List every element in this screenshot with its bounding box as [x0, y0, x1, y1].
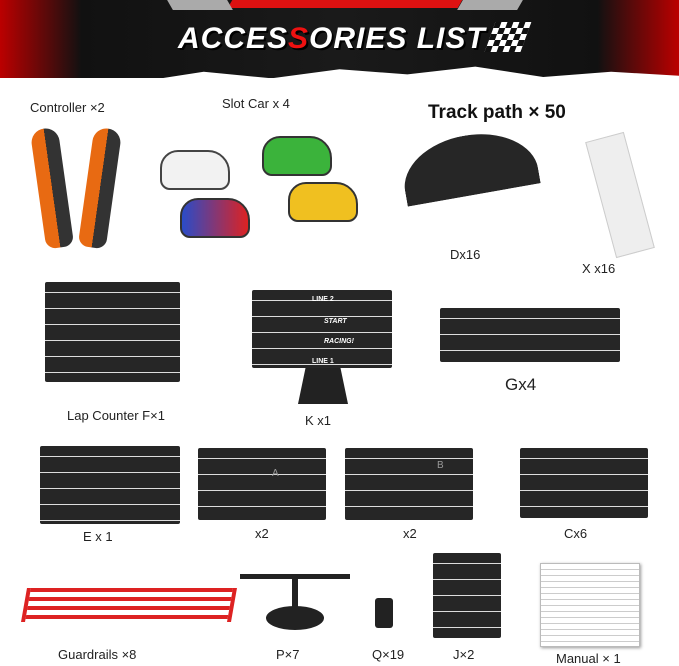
- track-e-image: [40, 446, 180, 524]
- track-g-image: [440, 308, 620, 362]
- track-b-image: B: [345, 448, 473, 520]
- checkered-flag-icon: [484, 22, 532, 52]
- guardrail-image: [21, 588, 237, 622]
- lap-counter-label: Lap Counter F×1: [67, 408, 165, 423]
- track-e-label: E x 1: [83, 529, 113, 544]
- slot-car-blue-red: [180, 198, 250, 238]
- track-g-label: Gx4: [505, 375, 537, 394]
- slot-car-white: [160, 150, 230, 190]
- q-label: Q×19: [372, 647, 405, 662]
- controller-image: [29, 126, 75, 250]
- track-path-label: Track path × 50: [428, 102, 566, 123]
- track-k-image: LINE 2 START RACING! LINE 1: [252, 290, 392, 368]
- track-b-label: x2: [403, 526, 417, 541]
- line2-text: LINE 2: [312, 296, 334, 303]
- p-label: P×7: [276, 647, 300, 662]
- start-text: START: [324, 318, 347, 325]
- banner-title: ACCESSORIES LIST: [178, 22, 486, 55]
- line1-text: LINE 1: [312, 358, 334, 365]
- track-x-label: X x16: [582, 261, 616, 276]
- a-mark: A: [272, 468, 279, 479]
- b-mark: B: [437, 460, 444, 471]
- guardrails-label: Guardrails ×8: [58, 647, 137, 662]
- k-stand: [298, 368, 348, 404]
- track-a-image: A: [198, 448, 326, 520]
- controller-label: Controller ×2: [30, 100, 105, 115]
- racing-text: RACING!: [324, 338, 354, 345]
- manual-image: [540, 563, 640, 647]
- track-j-image: [433, 553, 501, 638]
- header-banner: ACCESSORIES LIST: [0, 0, 679, 78]
- slot-car-green: [262, 136, 332, 176]
- manual-label: Manual × 1: [556, 651, 621, 666]
- track-x-image: [585, 131, 655, 259]
- controller-image: [77, 126, 123, 250]
- track-d-image: [397, 124, 548, 246]
- track-k-label: K x1: [305, 413, 332, 428]
- track-d-label: Dx16: [450, 247, 481, 262]
- p-base: [266, 606, 324, 630]
- j-label: J×2: [453, 647, 475, 662]
- p-bar: [240, 574, 350, 579]
- slot-car-label: Slot Car x 4: [222, 96, 290, 111]
- lap-counter-image: [45, 282, 180, 382]
- track-c-image: [520, 448, 648, 518]
- slot-car-yellow: [288, 182, 358, 222]
- p-post: [292, 579, 298, 609]
- q-piece-image: [375, 598, 393, 628]
- track-a-label: x2: [255, 526, 269, 541]
- track-c-label: Cx6: [564, 526, 588, 541]
